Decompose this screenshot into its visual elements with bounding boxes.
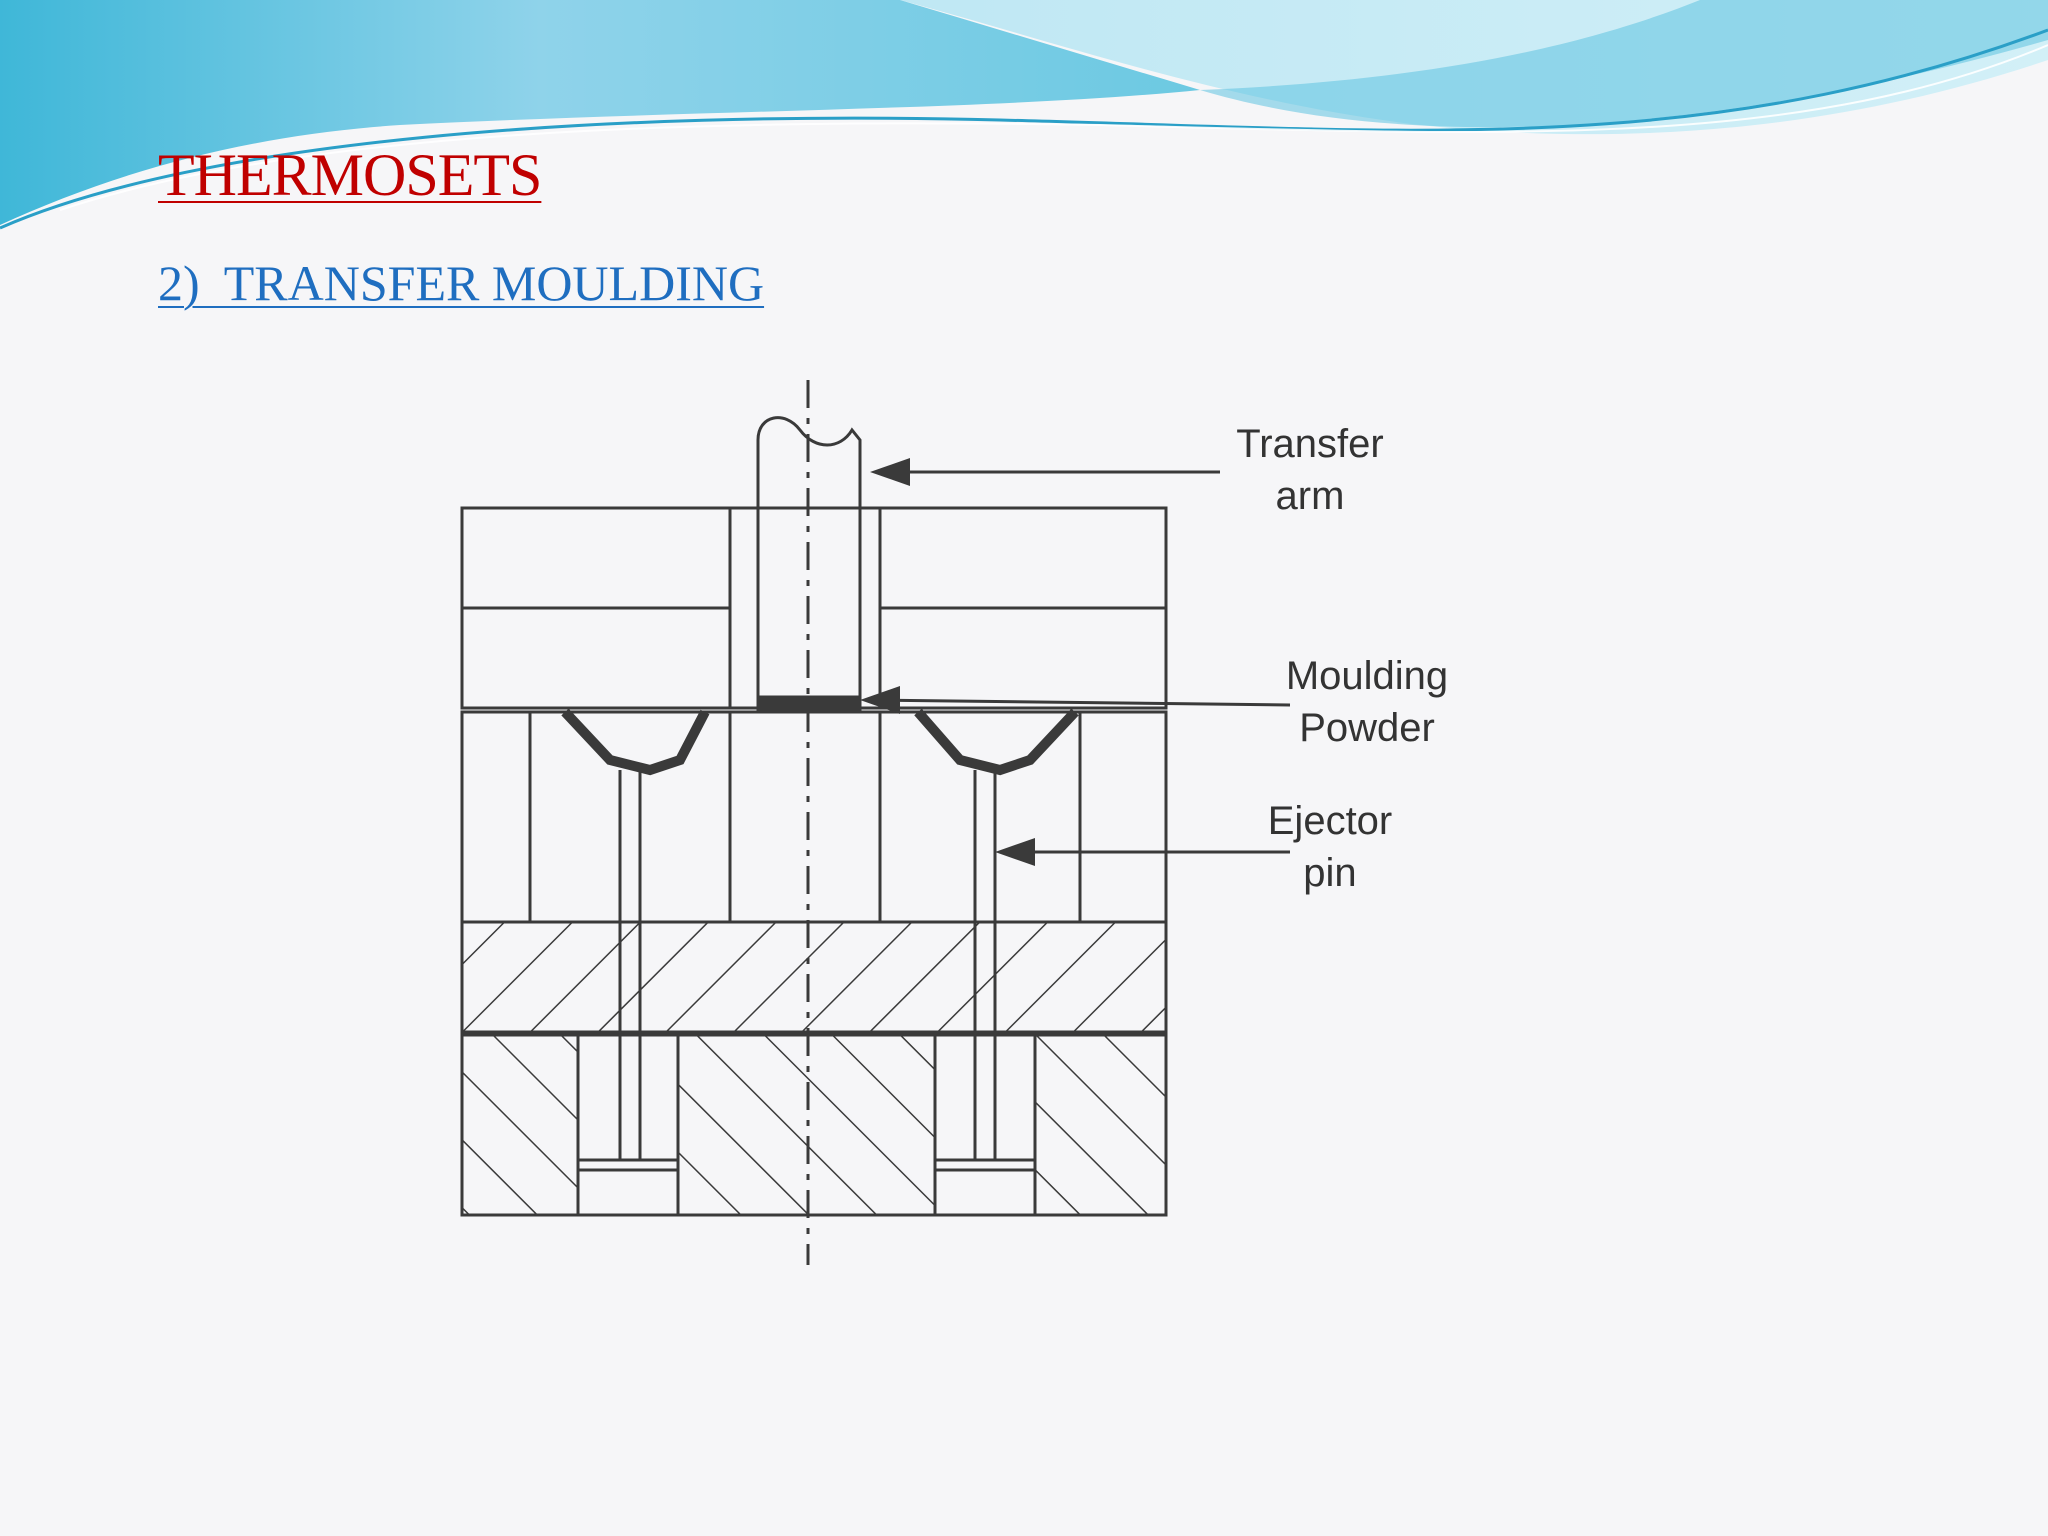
transfer-arm xyxy=(756,416,862,700)
left-cavity xyxy=(561,708,710,776)
label-moulding-powder: Moulding Powder xyxy=(1285,654,1449,750)
label-ejector-pin: Ejector pin xyxy=(1267,799,1393,895)
header-wave-decoration xyxy=(0,0,2048,230)
slide-subtitle: 2) TRANSFER MOULDING xyxy=(158,255,765,311)
hatched-plate-lower xyxy=(460,1033,1168,1217)
hatched-plate-upper xyxy=(460,920,1168,1034)
right-cavity xyxy=(914,708,1079,776)
slide-title: THERMOSETS xyxy=(158,142,542,208)
middle-block xyxy=(460,710,1168,924)
label-transfer-arm: Transfer arm xyxy=(1236,422,1384,518)
